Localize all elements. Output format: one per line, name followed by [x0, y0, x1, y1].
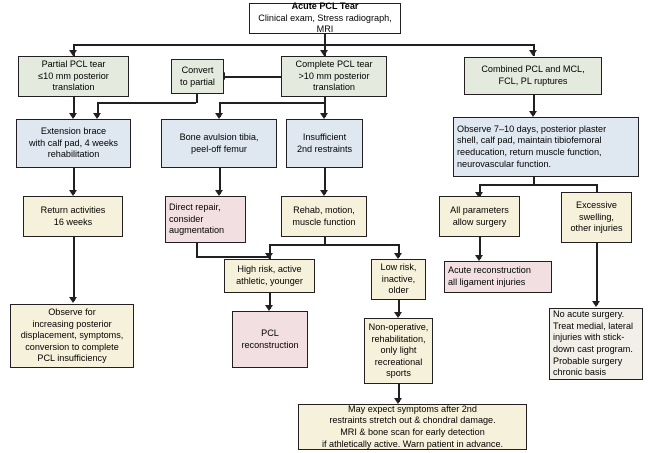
node-all-parameters[interactable]: All parameters allow surgery: [439, 196, 520, 237]
node-root[interactable]: Acute PCL Tear Clinical exam, Stress rad…: [249, 1, 401, 35]
arrow-to-direct-repair: [215, 190, 223, 196]
node-rehab-motion[interactable]: Rehab, motion, muscle function: [281, 196, 367, 237]
node-low-risk[interactable]: Low risk, inactive, older: [371, 259, 426, 300]
connector-bone-to-repair: [219, 168, 221, 194]
connector-rehab-bus: [269, 244, 399, 246]
connector-rehab-to-highrisk: [269, 244, 271, 257]
arrow-to-high-risk: [265, 253, 273, 259]
node-observe-increasing[interactable]: Observe for increasing posterior displac…: [10, 304, 134, 368]
connector-complete-stem: [324, 97, 326, 103]
arrow-to-partial-tear: [69, 50, 77, 56]
connector-highrisk-to-pcl: [269, 293, 271, 309]
arrow-to-non-operative: [394, 312, 402, 318]
connector-params-to-acute: [479, 237, 481, 259]
node-extension-brace[interactable]: Extension brace with calf pad, 4 weeks r…: [16, 119, 131, 168]
node-direct-repair[interactable]: Direct repair, consider augmentation: [165, 196, 246, 243]
node-may-expect-symptoms[interactable]: May expect symptoms after 2nd restraints…: [298, 404, 527, 450]
connector-root-stem: [324, 33, 326, 45]
node-observe-days[interactable]: Observe 7–10 days, posterior plaster she…: [453, 117, 639, 177]
arrow-to-complete-tear: [320, 50, 328, 56]
node-excessive-swelling[interactable]: Excessive swelling, other injuries: [561, 192, 632, 243]
connector-complete-to-insufficient: [324, 102, 326, 117]
root-title: Acute PCL Tear: [291, 1, 359, 12]
arrow-to-bone-avulsion: [215, 113, 223, 119]
connector-convert-bus: [97, 102, 196, 104]
node-partial-pcl-tear[interactable]: Partial PCL tear ≤10 mm posterior transl…: [18, 56, 129, 97]
node-combined-ruptures[interactable]: Combined PCL and MCL, FCL, PL ruptures: [464, 57, 602, 95]
arrow-to-combined: [529, 50, 537, 56]
arrow-to-extension-brace-left: [69, 113, 77, 119]
connector-repair-stem: [196, 243, 198, 257]
node-convert-to-partial[interactable]: Convert to partial: [171, 59, 224, 94]
connector-root-bus: [73, 44, 533, 46]
connector-complete-to-bone: [219, 102, 221, 117]
connector-observe-bus: [479, 184, 597, 186]
connector-partial-to-brace: [73, 97, 75, 117]
node-complete-pcl-tear[interactable]: Complete PCL tear >10 mm posterior trans…: [281, 56, 387, 97]
arrow-to-insufficient: [320, 113, 328, 119]
arrow-to-extension-brace-right: [93, 113, 101, 119]
connector-lowrisk-to-nonop: [398, 300, 400, 316]
arrow-repair-to-pcl: [265, 305, 273, 311]
arrow-to-acute-reconstruction: [475, 255, 483, 261]
connector-convert-to-brace: [97, 102, 99, 117]
connector-rehab-to-lowrisk: [398, 244, 400, 257]
connector-brace-to-return: [73, 168, 75, 194]
arrow-to-no-acute-surgery: [592, 301, 600, 307]
arrow-to-low-risk: [394, 253, 402, 259]
connector-swelling-to-no-surgery: [596, 243, 598, 305]
connector-convert-stem: [196, 94, 198, 103]
connector-observe-stem: [533, 177, 535, 185]
arrow-to-may-expect: [394, 398, 402, 404]
connector-complete-to-convert: [224, 76, 281, 78]
connector-repair-elbow: [196, 256, 271, 258]
arrow-to-observe-increasing: [69, 297, 77, 303]
arrow-to-observe-days: [529, 111, 537, 117]
node-bone-avulsion[interactable]: Bone avulsion tibia, peel-off femur: [161, 119, 277, 168]
node-acute-reconstruction[interactable]: Acute reconstruction all ligament injuri…: [444, 261, 552, 293]
node-no-acute-surgery[interactable]: No acute surgery. Treat medial, lateral …: [549, 308, 643, 380]
connector-insufficient-to-rehab: [324, 168, 326, 194]
node-high-risk[interactable]: High risk, active athletic, younger: [224, 259, 315, 293]
connector-return-to-observe-increasing: [73, 237, 75, 301]
node-pcl-reconstruction[interactable]: PCL reconstruction: [232, 311, 308, 368]
arrow-to-return-activities: [69, 190, 77, 196]
node-non-operative[interactable]: Non-operative, rehabilitation, only ligh…: [364, 318, 433, 384]
root-subtitle: Clinical exam, Stress radiograph, MRI: [258, 12, 392, 35]
arrow-to-all-parameters: [475, 192, 483, 198]
connector-nonop-to-mayexpect: [398, 384, 400, 402]
connector-combined-to-observe: [533, 95, 535, 115]
connector-rehab-stem: [324, 237, 326, 245]
arrow-to-rehab-motion: [320, 190, 328, 196]
connector-observe-to-swelling: [596, 184, 598, 196]
node-insufficient-restraints[interactable]: Insufficient 2nd restraints: [286, 119, 363, 168]
node-return-activities[interactable]: Return activities 16 weeks: [23, 196, 123, 237]
connector-complete-bus: [219, 102, 324, 104]
connector-observe-to-params: [479, 184, 481, 196]
